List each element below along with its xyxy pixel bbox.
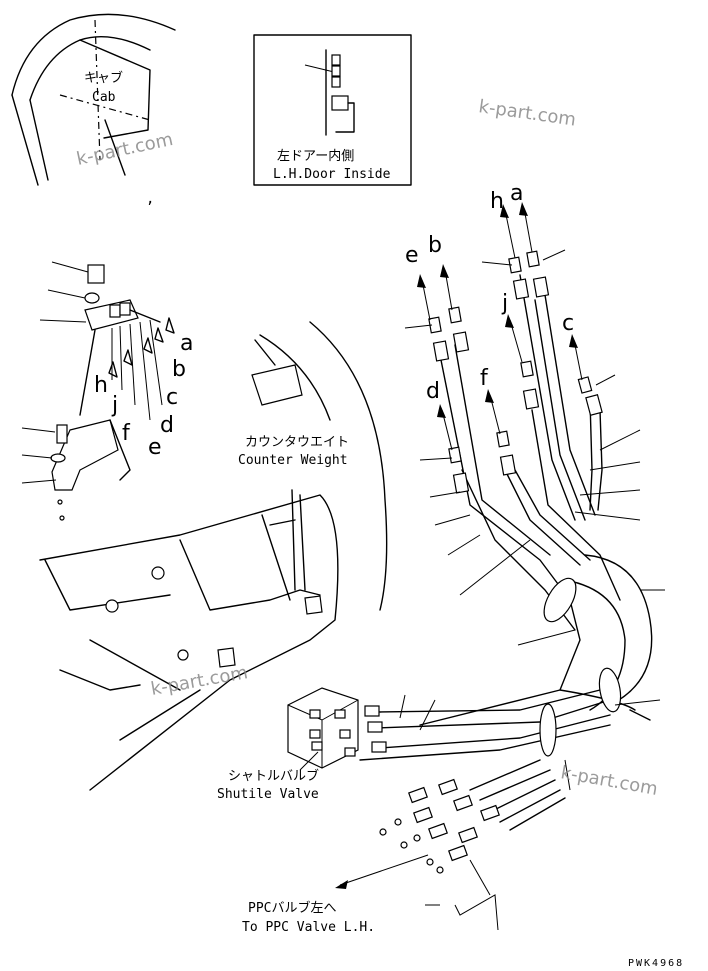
letter-f-right: f	[480, 366, 489, 391]
letter-d-left: d	[160, 413, 174, 438]
shuttle-valve-label-jp: シャトルバルブ	[228, 768, 319, 784]
ppc-valve-label-en: To PPC Valve L.H.	[242, 920, 375, 935]
hose-bundle	[359, 274, 653, 831]
shuttle-valve-label-en: Shutile Valve	[217, 787, 319, 802]
letter-e-right: e	[405, 243, 419, 268]
letter-d-right: d	[426, 379, 440, 404]
cab-label-jp: キャブ	[84, 70, 123, 86]
counterweight-label-jp: カウンタウエイト	[245, 435, 349, 450]
door-inset	[253, 34, 412, 186]
letter-j-left: j	[111, 393, 118, 418]
door-label-jp: 左ドアー内側	[277, 148, 354, 164]
counterweight-body	[39, 321, 388, 791]
watermark-3: k-part.com	[149, 662, 249, 700]
leader-lines	[399, 249, 665, 791]
shuttle-valve	[287, 687, 387, 771]
hose-arrows	[417, 202, 583, 451]
letter-h-right: h	[490, 189, 504, 214]
letter-f-left: f	[122, 421, 131, 446]
letter-b-right: b	[428, 233, 442, 258]
letter-a-left: a	[180, 331, 193, 356]
letter-b-left: b	[172, 357, 186, 382]
bracket-assembly	[21, 261, 175, 521]
letter-c-left: c	[166, 385, 178, 410]
watermark-1: k-part.com	[75, 129, 175, 170]
watermark-4: k-part.com	[559, 762, 659, 800]
letter-j-right: j	[501, 291, 508, 316]
door-label-en: L.H.Door Inside	[273, 167, 391, 182]
ppc-valve-label-jp: PPCバルブ左へ	[248, 900, 336, 916]
hose-fittings	[428, 250, 603, 494]
cab-outline	[11, 13, 176, 186]
letter-h-left: h	[94, 373, 108, 398]
watermark-2: k-part.com	[477, 96, 577, 130]
ppc-connectors	[335, 778, 500, 931]
cab-label-en: Cab	[92, 90, 116, 105]
letter-a-right: a	[510, 181, 523, 206]
comma-mark: ,	[146, 191, 154, 207]
counterweight-label-en: Counter Weight	[238, 453, 348, 468]
figure-code: PWK4968	[628, 958, 684, 969]
letter-c-right: c	[562, 311, 574, 336]
letter-e-left: e	[148, 435, 162, 460]
